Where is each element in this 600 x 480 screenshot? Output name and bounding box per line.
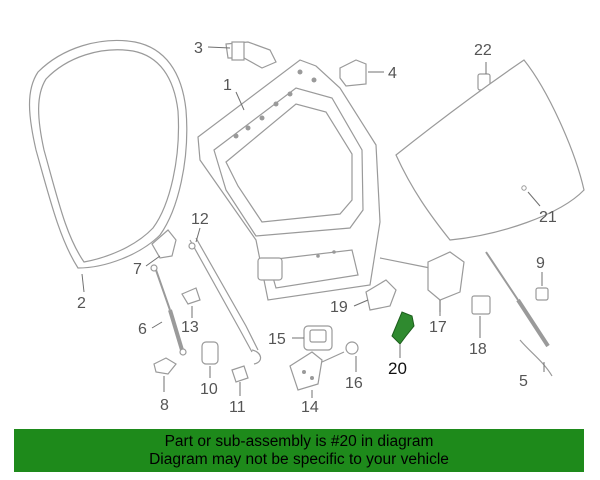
part-13-bolt[interactable] <box>181 287 201 305</box>
callout-5: 5 <box>519 373 528 390</box>
part-21-rear-glass[interactable] <box>395 59 585 241</box>
callout-13: 13 <box>181 319 199 336</box>
callout-9: 9 <box>536 255 545 272</box>
callout-8: 8 <box>160 397 169 414</box>
part-6-gas-strut[interactable] <box>150 264 187 356</box>
callout-2: 2 <box>77 295 86 312</box>
callout-3: 3 <box>194 40 203 57</box>
parts-diagram: 1 2 3 4 5 6 7 8 9 10 11 12 13 14 15 16 1… <box>28 39 585 416</box>
part-16-cable[interactable] <box>321 341 359 363</box>
part-17-latch[interactable] <box>379 251 465 312</box>
part-19-handle[interactable] <box>365 279 397 311</box>
callout-11: 11 <box>229 399 246 416</box>
part-10-bumper[interactable] <box>201 341 219 365</box>
callout-18: 18 <box>469 341 487 358</box>
part-2-weatherstrip-seal[interactable] <box>28 39 188 269</box>
callout-22: 22 <box>474 42 492 59</box>
callout-4: 4 <box>388 65 397 82</box>
callout-6: 6 <box>138 321 147 338</box>
callout-1: 1 <box>223 77 232 94</box>
callout-12: 12 <box>191 211 209 228</box>
banner-line-1: Part or sub-assembly is #20 in diagram <box>164 433 434 450</box>
callout-15: 15 <box>268 331 286 348</box>
callout-7: 7 <box>133 261 142 278</box>
callout-17: 17 <box>429 319 447 336</box>
part-9-plug[interactable] <box>535 287 549 301</box>
part-7-bracket[interactable] <box>151 229 177 259</box>
part-3-hinge[interactable] <box>225 41 277 69</box>
part-4-bracket[interactable] <box>339 59 367 87</box>
callout-10: 10 <box>200 381 218 398</box>
info-banner: Part or sub-assembly is #20 in diagram D… <box>14 429 584 472</box>
part-14-latch-plate[interactable] <box>289 351 323 391</box>
part-5-gas-strut[interactable] <box>485 251 553 377</box>
callout-19: 19 <box>330 299 348 316</box>
callout-labels: 1 2 3 4 5 6 7 8 9 10 11 12 13 14 15 16 1… <box>77 40 557 416</box>
callout-21: 21 <box>539 209 557 226</box>
part-12-wire-harness[interactable] <box>188 237 262 365</box>
banner-line-2: Diagram may not be specific to your vehi… <box>149 451 449 468</box>
part-15-switch[interactable] <box>303 325 333 351</box>
callout-20: 20 <box>388 359 407 378</box>
part-8-fastener[interactable] <box>153 357 177 375</box>
part-11-grommet[interactable] <box>231 365 249 383</box>
part-20-highlighted[interactable] <box>391 311 415 345</box>
callout-14: 14 <box>301 399 319 416</box>
part-18-clip[interactable] <box>471 295 491 315</box>
callout-16: 16 <box>345 375 363 392</box>
leader-lines <box>81 46 545 398</box>
part-1-liftgate-panel[interactable] <box>197 59 381 301</box>
